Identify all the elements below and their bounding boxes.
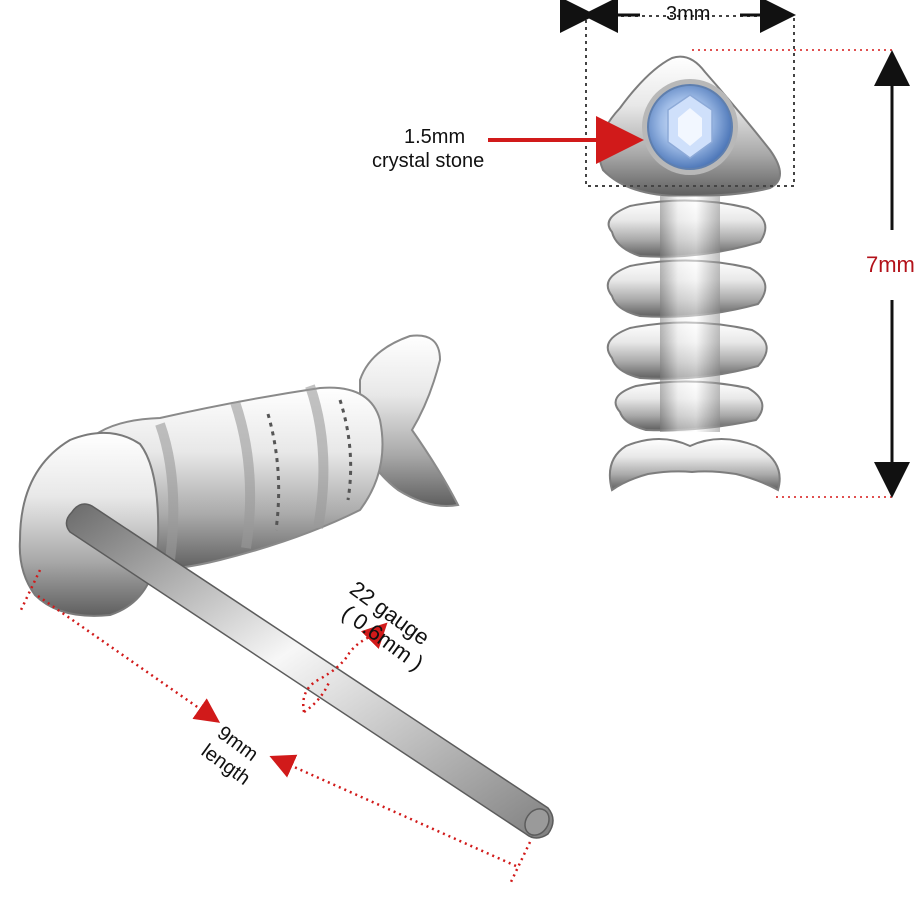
fish-tail	[608, 438, 781, 492]
width-dimension	[560, 0, 796, 187]
height-label: 7mm	[866, 252, 915, 277]
stone-type-label: crystal stone	[372, 150, 485, 172]
fish-front-view	[598, 55, 781, 492]
length-dimension	[18, 569, 532, 885]
pin-post	[65, 503, 554, 839]
stone-size-label: 1.5mm	[404, 126, 466, 148]
height-dimension	[692, 49, 910, 498]
gauge-pointer	[302, 622, 388, 714]
side-tail	[359, 334, 460, 507]
fish-side-view	[18, 334, 554, 839]
width-label: 3mm	[666, 3, 711, 25]
